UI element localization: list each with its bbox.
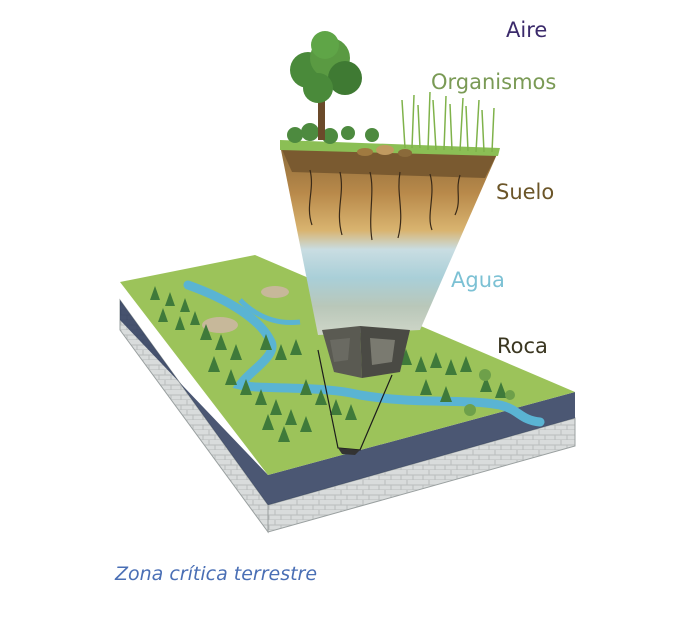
label-aire: Aire <box>506 18 548 42</box>
river-branch <box>238 298 301 326</box>
shrubs <box>464 369 515 416</box>
forest-right <box>400 349 507 402</box>
river <box>183 280 545 427</box>
tree <box>290 31 362 140</box>
label-suelo: Suelo <box>496 180 555 204</box>
gravel-strip-left <box>120 300 268 505</box>
soil-column <box>280 145 498 378</box>
gravel-strip-front <box>268 392 575 505</box>
leaf-litter <box>357 145 412 157</box>
rock-outcrop <box>261 286 289 298</box>
surface-vegetation <box>280 31 500 157</box>
forest-left <box>150 286 357 442</box>
label-roca: Roca <box>497 334 548 358</box>
roots <box>308 169 461 241</box>
label-organismos: Organismos <box>431 70 557 94</box>
low-shrubs <box>287 123 379 144</box>
figure-caption: Zona crítica terrestre <box>115 563 318 585</box>
rock-outcrop <box>202 317 238 333</box>
bedrock <box>322 326 410 378</box>
soil-column-body <box>280 145 498 335</box>
tall-grass <box>401 91 495 153</box>
borehole-pit <box>338 448 360 455</box>
label-agua: Agua <box>451 268 505 292</box>
